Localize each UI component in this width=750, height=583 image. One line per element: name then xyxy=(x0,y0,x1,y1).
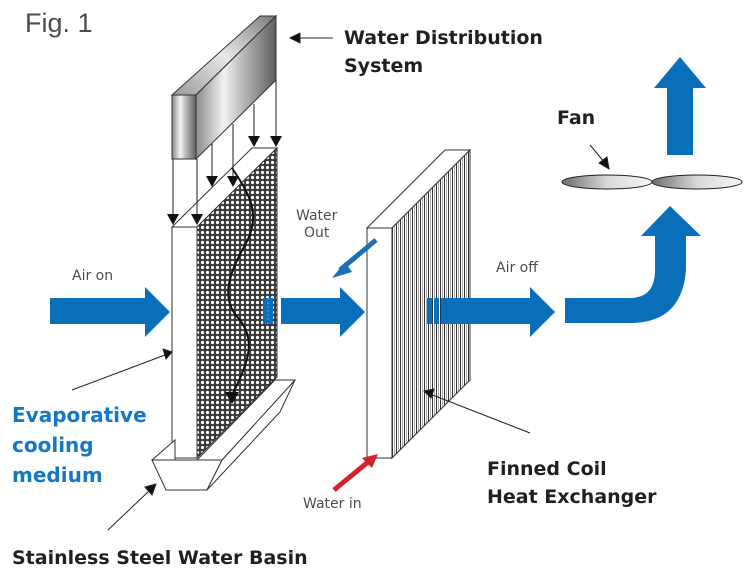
fan-blades xyxy=(561,174,743,190)
water-out-arrow xyxy=(332,238,378,278)
water-distribution-label-line2: System xyxy=(344,55,424,77)
water-out-label-line2: Out xyxy=(304,225,330,241)
water-in-label: Water in xyxy=(303,496,362,512)
water-in-arrow xyxy=(332,454,378,492)
water-out-label: Water Out xyxy=(296,208,337,242)
basin-label: Stainless Steel Water Basin xyxy=(12,547,308,569)
air-off-label: Air off xyxy=(496,260,538,276)
water-distribution-label: Water Distribution System xyxy=(344,24,543,80)
evaporative-medium-label: Evaporative cooling medium xyxy=(12,400,147,490)
air-on-arrow xyxy=(50,287,170,337)
water-distribution-header xyxy=(167,14,282,225)
air-on-label: Air on xyxy=(72,268,114,284)
water-out-label-line1: Water xyxy=(296,208,338,224)
medium-pointer xyxy=(71,354,166,391)
fan-label: Fan xyxy=(557,107,596,129)
coil-pointer xyxy=(429,393,531,434)
water-basin xyxy=(150,379,297,491)
finned-coil-label-line2: Heat Exchanger xyxy=(487,486,657,508)
water-distribution-label-line1: Water Distribution xyxy=(344,27,543,49)
air-off-arrow xyxy=(441,287,555,337)
evaporative-pad xyxy=(170,146,279,460)
exhaust-arrow xyxy=(654,57,706,155)
evaporative-medium-label-line3: medium xyxy=(12,463,103,487)
air-curved-arrow xyxy=(565,206,701,323)
air-mid-arrow xyxy=(281,287,365,337)
figure-title: Fig. 1 xyxy=(25,8,93,38)
finned-coil-label-line1: Finned Coil xyxy=(487,458,607,480)
basin-pointer xyxy=(107,489,151,531)
evaporative-medium-label-line2: cooling xyxy=(12,433,94,457)
evaporative-medium-label-line1: Evaporative xyxy=(12,403,147,427)
finned-coil-label: Finned Coil Heat Exchanger xyxy=(487,455,657,511)
airflow-arrows xyxy=(50,57,706,337)
